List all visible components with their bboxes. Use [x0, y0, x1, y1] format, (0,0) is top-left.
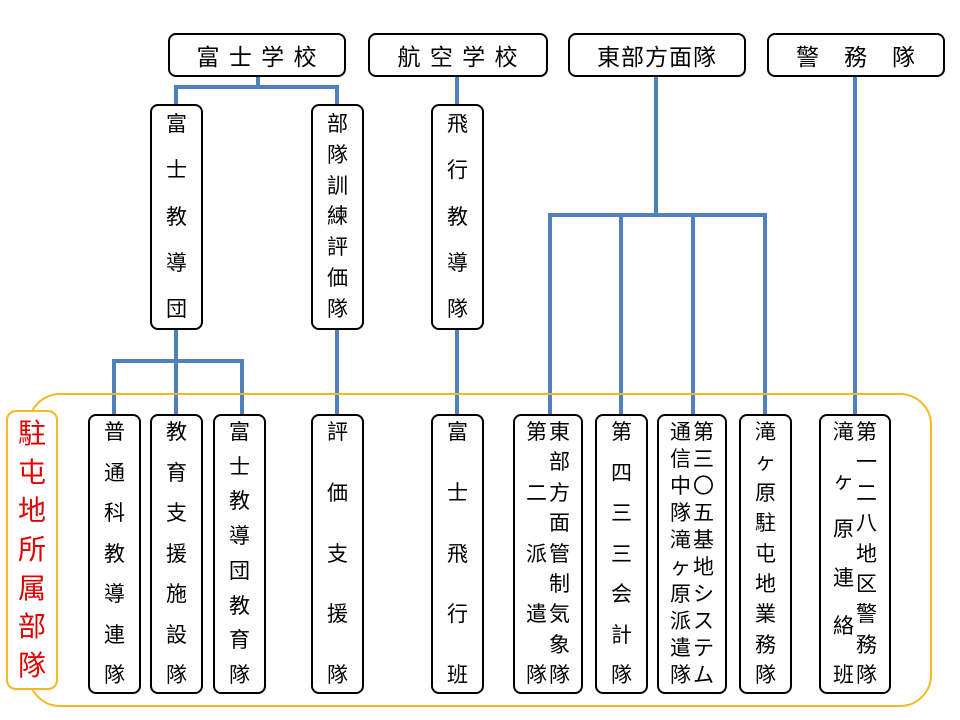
mid-unit-fuji-instruction-group: 富士教導団 [150, 104, 203, 330]
unit-general-instruction-regiment: 普通科教導連隊 [88, 414, 141, 694]
unit-fuji-instruction-education: 富士教導団教育隊 [213, 414, 266, 694]
garrison-units-label: 駐屯地所属部隊 [6, 410, 58, 690]
mid-unit-training-eval-unit: 部隊訓練評価隊 [311, 104, 364, 330]
unit-label-column: 東部方面管制気象隊 [549, 420, 570, 687]
unit-label-column: 滝ヶ原連絡班 [833, 420, 854, 687]
connector-eastern-army [548, 77, 767, 414]
unit-label-column: 富士飛行班 [447, 420, 468, 687]
unit-accounting-433: 第四三三会計隊 [595, 414, 648, 694]
top-unit-aviation-school: 航 空 学 校 [368, 33, 548, 77]
unit-label-column: 通信中隊滝ヶ原派遣隊 [670, 420, 691, 687]
unit-signal-detachment-305: 第三〇五基地システム通信中隊滝ヶ原派遣隊 [657, 414, 727, 694]
unit-takigahara-service: 滝ヶ原駐屯地業務隊 [739, 414, 792, 694]
unit-education-support-facility: 教育支援施設隊 [150, 414, 203, 694]
top-unit-fuji-school: 富 士 学 校 [168, 33, 346, 77]
connector-fuji-instruction-group [112, 330, 244, 414]
mid-unit-flight-instruction-unit: 飛行教導隊 [431, 104, 484, 330]
unit-eastern-weather-detachment: 東部方面管制気象隊第二派遣隊 [513, 414, 583, 694]
unit-police-liaison-128: 第一二八地区警務隊滝ヶ原連絡班 [819, 414, 891, 694]
unit-evaluation-support: 評価支援隊 [311, 414, 364, 694]
unit-label-column: 飛行教導隊 [447, 112, 468, 321]
unit-label-column: 第一二八地区警務隊 [856, 420, 877, 687]
connector-fuji-school [174, 77, 339, 104]
unit-label-column: 富士教導団教育隊 [229, 420, 250, 687]
unit-label-column: 富士教導団 [166, 112, 187, 321]
unit-label-column: 普通科教導連隊 [104, 420, 125, 687]
unit-label-column: 評価支援隊 [327, 420, 348, 687]
top-unit-eastern-army: 東部方面隊 [568, 33, 746, 77]
unit-label-column: 第三〇五基地システム [693, 420, 714, 687]
unit-label-column: 部隊訓練評価隊 [327, 112, 348, 321]
unit-label-column: 第二派遣隊 [526, 420, 547, 687]
unit-label-column: 滝ヶ原駐屯地業務隊 [755, 420, 776, 687]
unit-label-column: 第四三三会計隊 [611, 420, 632, 687]
unit-label-column: 教育支援施設隊 [166, 420, 187, 687]
unit-fuji-flight-squad: 富士飛行班 [431, 414, 484, 694]
top-unit-police-unit: 警 務 隊 [767, 33, 945, 77]
